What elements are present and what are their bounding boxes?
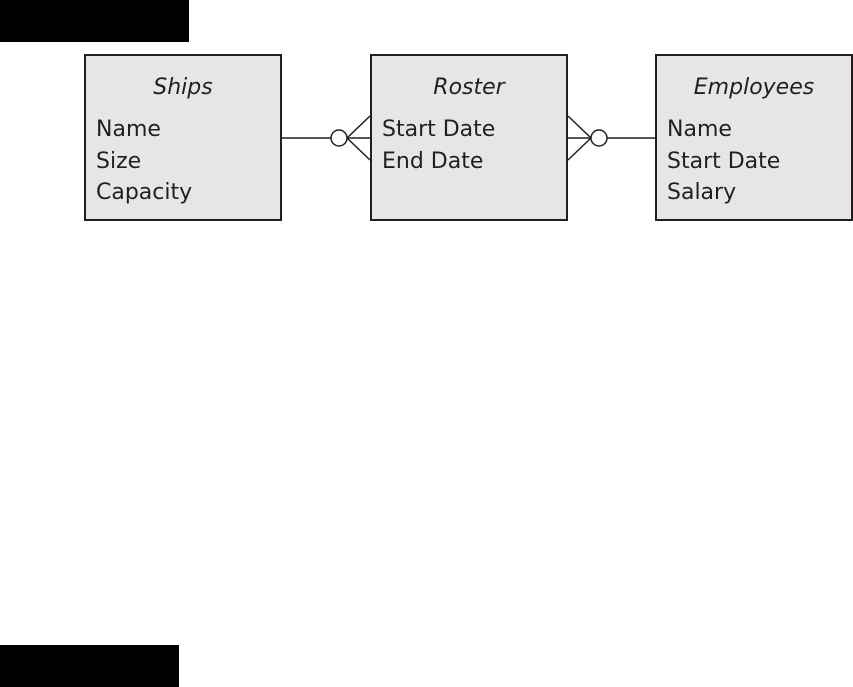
entity-title: Ships — [153, 75, 213, 100]
attribute: Capacity — [96, 180, 193, 205]
attribute: Name — [667, 117, 732, 142]
crowfoot-prong — [346, 137, 371, 161]
bottom-black-bar — [0, 645, 179, 687]
relationship-ships-roster — [282, 115, 371, 161]
attribute: Name — [96, 117, 161, 142]
crowfoot-prong — [567, 115, 592, 139]
attribute-list: Name Start Date Salary — [667, 114, 780, 209]
entity-title: Employees — [693, 75, 815, 100]
top-black-bar — [0, 0, 189, 42]
crowfoot-prong — [346, 115, 371, 139]
attribute: Start Date — [382, 117, 496, 142]
attribute: Size — [96, 148, 142, 174]
entity-roster: Roster Start Date End Date — [370, 54, 568, 221]
attribute: Start Date — [667, 148, 781, 174]
entity-employees: Employees Name Start Date Salary — [655, 54, 853, 221]
attribute: Salary — [667, 180, 737, 205]
zero-circle — [590, 129, 608, 147]
relationship-roster-employees — [567, 115, 655, 161]
crowfoot-prong — [567, 137, 592, 161]
zero-circle — [330, 129, 348, 147]
entity-title: Roster — [433, 75, 505, 100]
attribute-list: Name Size Capacity — [96, 114, 192, 209]
entity-ships: Ships Name Size Capacity — [84, 54, 282, 221]
attribute: End Date — [382, 148, 484, 174]
attribute-list: Start Date End Date — [382, 114, 495, 177]
